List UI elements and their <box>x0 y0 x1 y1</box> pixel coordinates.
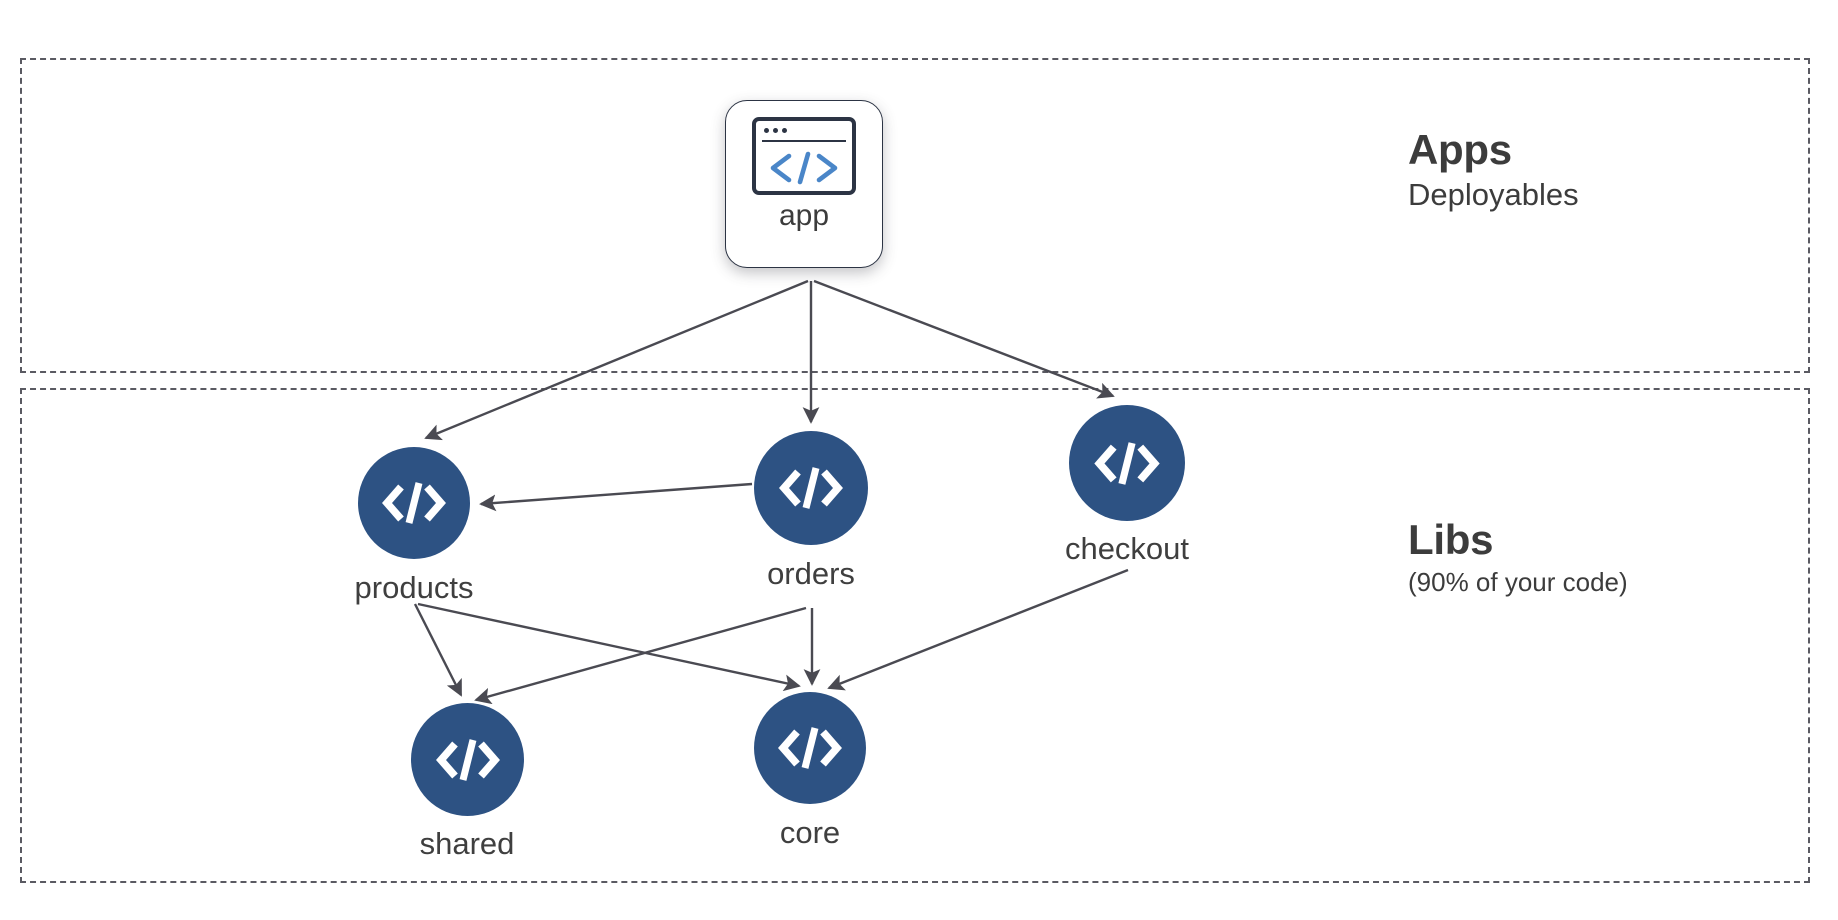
zone-apps-title: Apps <box>1408 126 1512 173</box>
code-icon <box>1094 441 1160 485</box>
node-shared-label: shared <box>419 826 515 861</box>
node-core-label: core <box>779 815 841 850</box>
node-shared-circle[interactable] <box>411 703 524 816</box>
node-core-circle[interactable] <box>754 692 866 804</box>
zone-libs-title: Libs <box>1408 516 1494 563</box>
node-products-circle[interactable] <box>358 447 470 559</box>
code-icon <box>382 482 446 524</box>
zone-apps-subtitle: Deployables <box>1408 177 1579 213</box>
node-app[interactable]: app <box>725 100 883 268</box>
node-app-label: app <box>778 199 830 232</box>
browser-dots <box>764 128 787 133</box>
zone-apps <box>20 58 1810 373</box>
node-orders-label: orders <box>767 556 855 591</box>
node-orders-circle[interactable] <box>754 431 868 545</box>
code-brackets-icon <box>756 147 852 189</box>
zone-libs <box>20 388 1810 883</box>
browser-code-icon <box>752 117 856 195</box>
node-checkout-label: checkout <box>1064 531 1190 566</box>
node-products-label: products <box>354 570 474 605</box>
code-icon <box>435 738 500 781</box>
code-icon <box>778 727 842 769</box>
zone-apps-caption: Apps Deployables <box>1408 126 1579 215</box>
code-icon <box>779 467 843 509</box>
zone-libs-subtitle: (90% of your code) <box>1408 567 1628 598</box>
zone-libs-caption: Libs (90% of your code) <box>1408 516 1628 599</box>
browser-titlebar-rule <box>762 140 846 142</box>
node-checkout-circle[interactable] <box>1069 405 1185 521</box>
